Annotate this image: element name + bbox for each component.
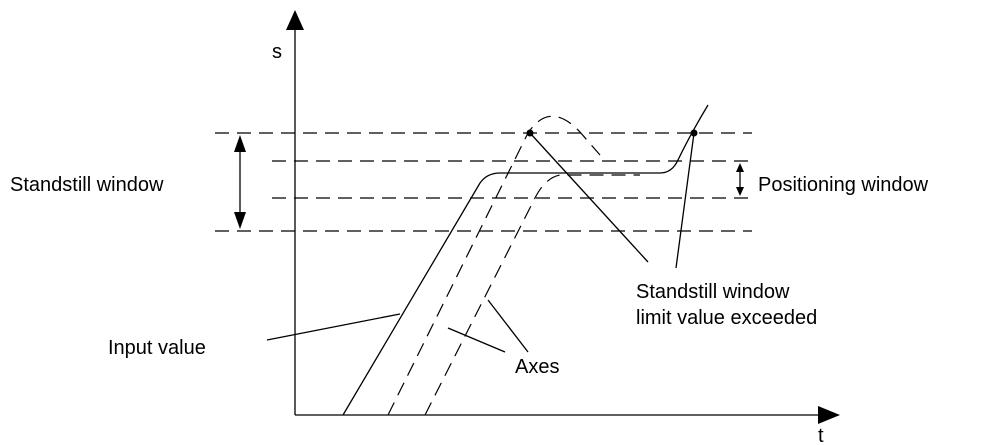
axes-leader-2 <box>487 299 529 353</box>
y-axis-label: s <box>272 41 282 63</box>
x-axis-label: t <box>818 425 824 445</box>
standstill-window-label: Standstill window <box>10 174 164 196</box>
exceeded-leader-1 <box>529 132 649 263</box>
standstill-window-arrow-up <box>234 135 246 152</box>
positioning-window-arrow-up <box>736 163 744 172</box>
input-value-leader <box>266 313 401 341</box>
exceeded-label-line2: limit value exceeded <box>636 307 817 329</box>
positioning-window-label: Positioning window <box>758 174 929 196</box>
exceeded-label-line1: Standstill window <box>636 281 790 303</box>
exceeded-leader-2 <box>675 132 695 269</box>
input-value-label: Input value <box>108 337 206 359</box>
positioning-window-arrow-down <box>736 187 744 196</box>
y-axis-arrowhead <box>286 10 304 30</box>
axis-curve-2 <box>424 174 640 416</box>
axes-leader-1 <box>447 327 506 353</box>
input-value-curve <box>342 104 709 416</box>
x-axis-arrowhead <box>818 406 840 424</box>
standstill-window-arrow-down <box>234 212 246 229</box>
axes-label: Axes <box>515 356 559 378</box>
